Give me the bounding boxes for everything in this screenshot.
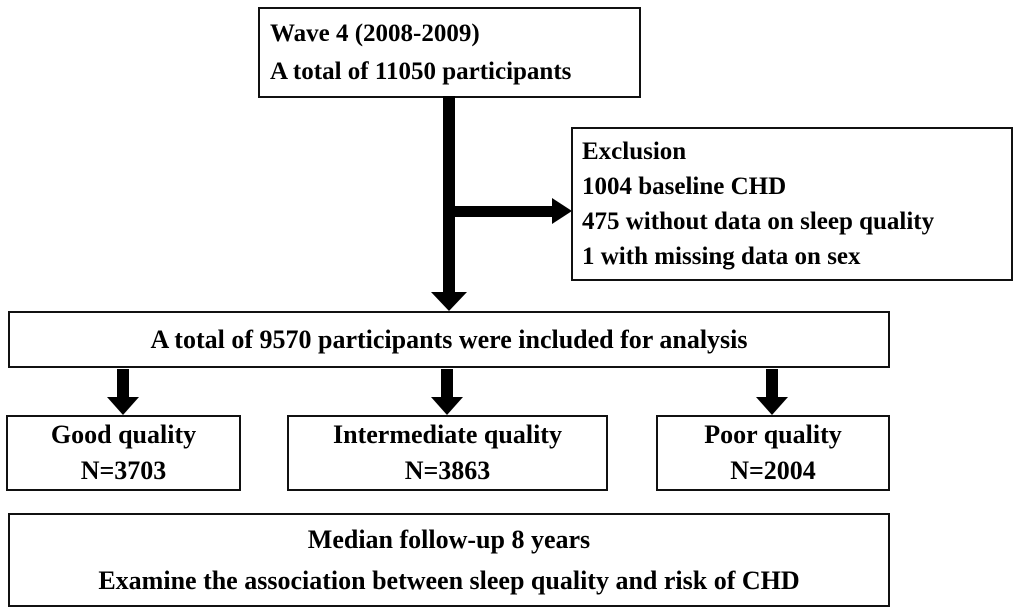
wave4-line-1: Wave 4 (2008-2009)	[270, 20, 480, 47]
followup-box: Median follow-up 8 years Examine the ass…	[8, 513, 890, 607]
exclusion-line-4: 1 with missing data on sex	[582, 243, 861, 270]
good-quality-box: Good quality N=3703	[6, 415, 241, 491]
arrow-head-right-icon	[552, 198, 572, 224]
exclusion-line-3: 475 without data on sleep quality	[582, 208, 935, 235]
included-line-1: A total of 9570 participants were includ…	[150, 324, 748, 354]
exclusion-line-1: Exclusion	[582, 138, 687, 165]
wave4-box: Wave 4 (2008-2009) A total of 11050 part…	[258, 7, 641, 98]
arrow-shaft	[443, 96, 455, 293]
poor-quality-box: Poor quality N=2004	[656, 415, 890, 491]
followup-line-1: Median follow-up 8 years	[307, 525, 591, 554]
intermediate-quality-label: Intermediate quality	[333, 420, 562, 449]
arrow-head-down-icon	[431, 292, 467, 311]
arrow-head-down-icon	[431, 397, 463, 415]
arrow-shaft	[441, 369, 453, 398]
exclusion-line-2: 1004 baseline CHD	[582, 173, 787, 200]
arrow-shaft	[449, 206, 553, 217]
wave4-line-2: A total of 11050 participants	[270, 58, 572, 85]
good-quality-count: N=3703	[80, 456, 167, 485]
exclusion-box: Exclusion 1004 baseline CHD 475 without …	[571, 127, 1013, 281]
intermediate-quality-count: N=3863	[404, 456, 491, 485]
followup-line-2: Examine the association between sleep qu…	[98, 566, 800, 595]
good-quality-label: Good quality	[50, 420, 197, 449]
included-box: A total of 9570 participants were includ…	[8, 311, 890, 368]
intermediate-quality-box: Intermediate quality N=3863	[287, 415, 608, 491]
poor-quality-label: Poor quality	[704, 420, 842, 449]
arrow-head-down-icon	[756, 397, 788, 415]
arrow-shaft	[766, 369, 778, 398]
arrow-shaft	[117, 369, 129, 398]
arrow-head-down-icon	[107, 397, 139, 415]
poor-quality-count: N=2004	[730, 456, 816, 485]
